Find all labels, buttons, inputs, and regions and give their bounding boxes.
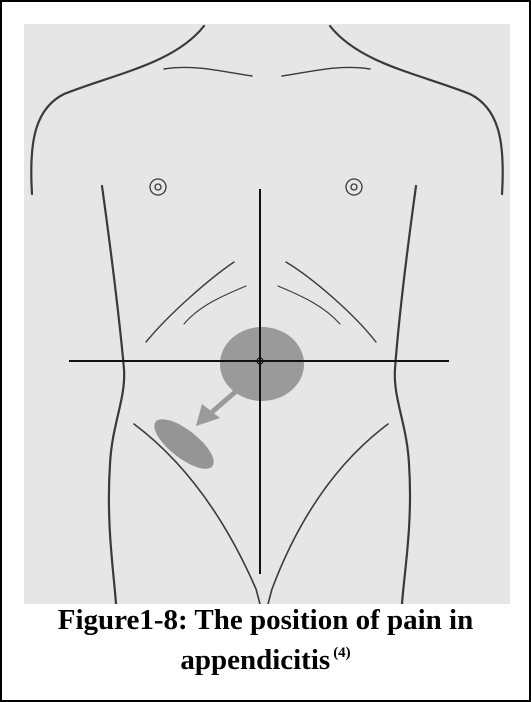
left-rib-line bbox=[146, 262, 234, 342]
right-inguinal-line bbox=[268, 424, 388, 604]
torso-illustration bbox=[24, 24, 510, 604]
right-shoulder-outline bbox=[330, 26, 503, 194]
right-torso-outline bbox=[395, 186, 416, 604]
body-diagram bbox=[24, 24, 510, 604]
caption-term: appendicitis bbox=[180, 644, 330, 676]
reference-marker: (4) bbox=[333, 645, 351, 661]
right-collarbone bbox=[282, 67, 370, 76]
left-lower-rib bbox=[184, 286, 246, 324]
left-torso-outline bbox=[102, 186, 124, 604]
right-rib-line bbox=[286, 262, 376, 342]
caption-line-2: appendicitis(4) bbox=[2, 637, 529, 677]
left-collarbone bbox=[164, 67, 252, 76]
caption-line-1: Figure1-8: The position of pain in bbox=[2, 604, 529, 637]
right-nipple bbox=[346, 179, 362, 195]
periumbilical-pain-area bbox=[220, 327, 304, 401]
right-lower-rib bbox=[278, 286, 340, 324]
left-shoulder-outline bbox=[31, 26, 204, 194]
figure-caption: Figure1-8: The position of pain in appen… bbox=[2, 604, 529, 677]
left-nipple bbox=[150, 179, 166, 195]
